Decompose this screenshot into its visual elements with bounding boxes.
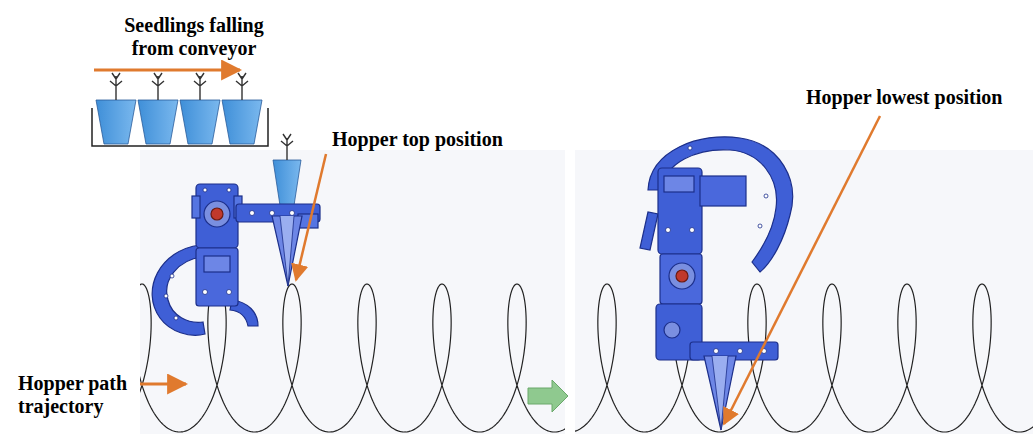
falling-seedling	[273, 134, 301, 212]
seedling	[152, 73, 164, 100]
title-label: Seedlings falling from conveyor	[104, 14, 284, 60]
hopper-trajectory	[575, 284, 1033, 432]
seedling-pot	[180, 100, 220, 144]
planting-mechanism	[152, 184, 320, 335]
leader-arrow	[724, 116, 880, 424]
seedling	[194, 73, 206, 100]
callout-label: Hopper top position	[332, 128, 503, 151]
callout-label: Hopper lowest position	[806, 86, 1002, 109]
leader-arrow	[296, 154, 326, 280]
seedling	[110, 73, 122, 100]
seedling-pot	[96, 100, 136, 144]
trajectory-curve	[575, 284, 1033, 432]
direction-arrow	[94, 69, 240, 72]
panel-ground	[140, 150, 565, 434]
callout-label: Hopper path trajectory	[18, 372, 143, 418]
planting-mechanism	[640, 137, 793, 430]
seedling-pot	[222, 100, 262, 144]
panel-ground	[575, 150, 1033, 434]
seedling-pot	[138, 100, 178, 144]
seedling-pots	[96, 73, 262, 144]
leader-arrow	[140, 383, 186, 386]
seedling	[236, 73, 248, 100]
transition-arrow	[528, 380, 568, 412]
